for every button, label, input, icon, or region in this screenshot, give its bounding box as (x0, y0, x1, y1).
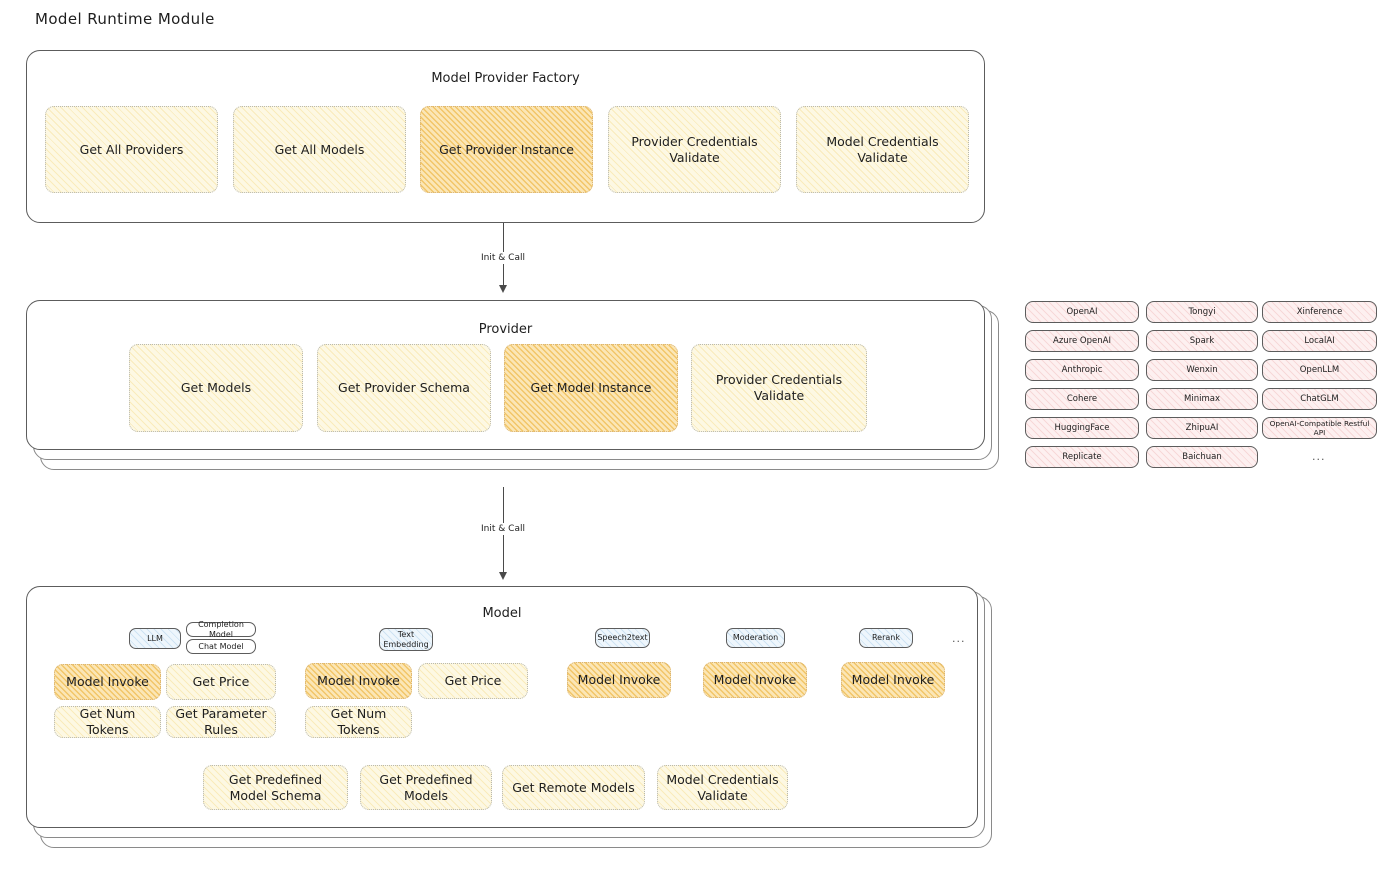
model-method-text-embedding-get-price[interactable]: Get Price (418, 663, 528, 699)
model-type-chip-llm[interactable]: LLM (129, 628, 181, 649)
model-method-llm-get-price[interactable]: Get Price (166, 664, 276, 700)
arrow-label-init-call-1: Init & Call (477, 252, 529, 264)
provider-item-get-models[interactable]: Get Models (129, 344, 303, 432)
factory-item-get-provider-instance[interactable]: Get Provider Instance (420, 106, 593, 193)
factory-item-model-credentials-validate[interactable]: Model Credentials Validate (796, 106, 969, 193)
provider-chip-huggingface[interactable]: HuggingFace (1025, 417, 1139, 439)
model-types-more-ellipsis: ... (952, 632, 966, 645)
model-shared-method-model-credentials-validate[interactable]: Model Credentials Validate (657, 765, 788, 810)
model-method-llm-model-invoke[interactable]: Model Invoke (54, 664, 161, 700)
provider-chip-openai-compatible-restful-api[interactable]: OpenAI-Compatible Restful API (1262, 417, 1377, 439)
model-method-rerank-model-invoke[interactable]: Model Invoke (841, 662, 945, 698)
provider-chip-cohere[interactable]: Cohere (1025, 388, 1139, 410)
provider-title: Provider (478, 322, 533, 337)
provider-chip-localai[interactable]: LocalAI (1262, 330, 1377, 352)
factory-item-get-all-models[interactable]: Get All Models (233, 106, 406, 193)
model-method-text-embedding-get-num-tokens[interactable]: Get Num Tokens (305, 706, 412, 738)
model-shared-method-get-remote-models[interactable]: Get Remote Models (502, 765, 645, 810)
provider-chip-anthropic[interactable]: Anthropic (1025, 359, 1139, 381)
page-title: Model Runtime Module (35, 10, 215, 28)
model-type-chip-rerank[interactable]: Rerank (859, 628, 913, 648)
provider-item-get-provider-schema[interactable]: Get Provider Schema (317, 344, 491, 432)
model-shared-method-get-predefined-models[interactable]: Get Predefined Models (360, 765, 492, 810)
provider-chip-replicate[interactable]: Replicate (1025, 446, 1139, 468)
model-type-chip-moderation[interactable]: Moderation (726, 628, 785, 648)
factory-item-provider-credentials-validate[interactable]: Provider Credentials Validate (608, 106, 781, 193)
model-method-text-embedding-model-invoke[interactable]: Model Invoke (305, 663, 412, 699)
model-method-speech2text-model-invoke[interactable]: Model Invoke (567, 662, 671, 698)
provider-chip-spark[interactable]: Spark (1146, 330, 1258, 352)
model-method-llm-get-num-tokens[interactable]: Get Num Tokens (54, 706, 161, 738)
model-method-llm-get-parameter-rules[interactable]: Get Parameter Rules (166, 706, 276, 738)
provider-chip-azure-openai[interactable]: Azure OpenAI (1025, 330, 1139, 352)
provider-chip-xinference[interactable]: Xinference (1262, 301, 1377, 323)
provider-item-get-model-instance[interactable]: Get Model Instance (504, 344, 678, 432)
provider-chip-chatglm[interactable]: ChatGLM (1262, 388, 1377, 410)
model-subtype-chip-completion-model[interactable]: Completion Model (186, 620, 256, 639)
provider-chip-tongyi[interactable]: Tongyi (1146, 301, 1258, 323)
provider-chip-zhipuai[interactable]: ZhipuAI (1146, 417, 1258, 439)
model-shared-method-get-predefined-model-schema[interactable]: Get Predefined Model Schema (203, 765, 348, 810)
model-subtype-chip-chat-model[interactable]: Chat Model (186, 639, 256, 654)
model-method-moderation-model-invoke[interactable]: Model Invoke (703, 662, 807, 698)
model-title: Model (482, 606, 522, 621)
model-type-chip-text-embedding[interactable]: Text Embedding (379, 628, 433, 651)
provider-chip-openai[interactable]: OpenAI (1025, 301, 1139, 323)
provider-chip-openllm[interactable]: OpenLLM (1262, 359, 1377, 381)
provider-list-more-ellipsis: ... (1312, 450, 1326, 463)
factory-item-get-all-providers[interactable]: Get All Providers (45, 106, 218, 193)
model-provider-factory-title: Model Provider Factory (431, 71, 580, 86)
provider-chip-baichuan[interactable]: Baichuan (1146, 446, 1258, 468)
model-type-chip-speech2text[interactable]: Speech2text (595, 628, 650, 648)
arrow-label-init-call-2: Init & Call (477, 523, 529, 535)
provider-chip-wenxin[interactable]: Wenxin (1146, 359, 1258, 381)
provider-chip-minimax[interactable]: Minimax (1146, 388, 1258, 410)
provider-item-provider-credentials-validate[interactable]: Provider Credentials Validate (691, 344, 867, 432)
